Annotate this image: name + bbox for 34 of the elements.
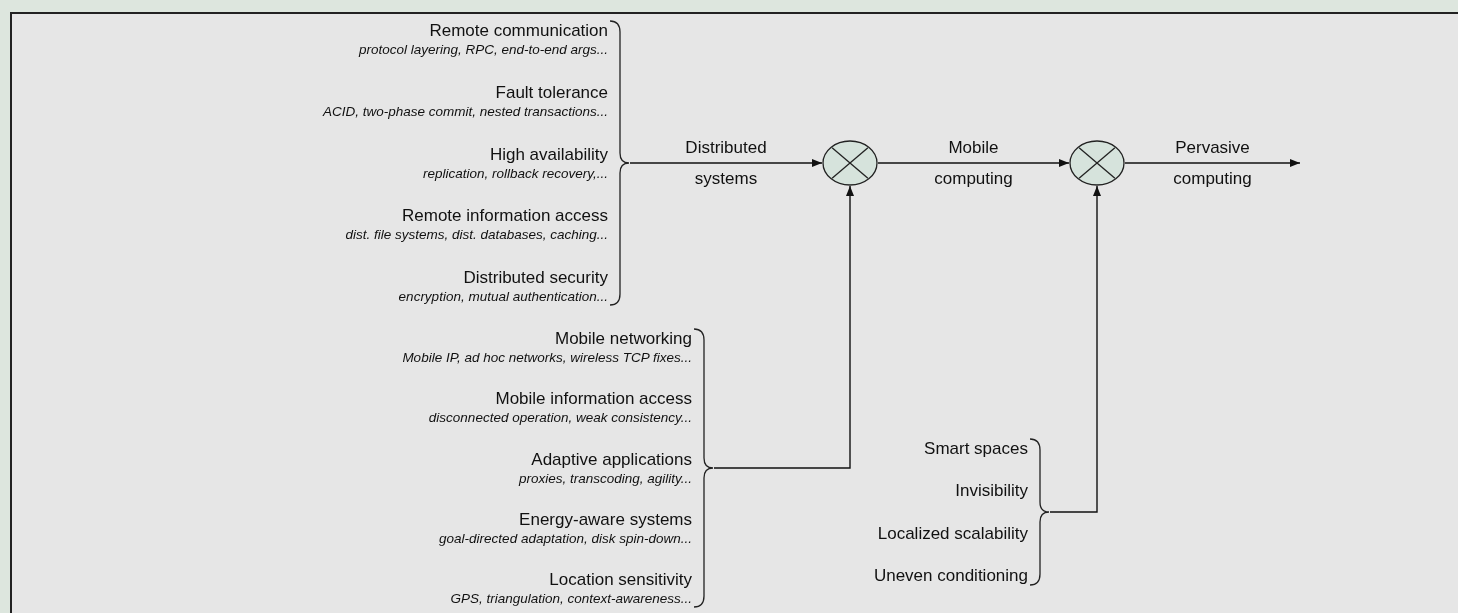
arrow — [629, 159, 823, 167]
topic-heading: Fault tolerance — [495, 81, 608, 103]
topic-heading: Adaptive applications — [531, 448, 692, 470]
arrow — [877, 159, 1070, 167]
arrow — [1124, 159, 1301, 167]
topic-heading: Remote communication — [429, 20, 608, 41]
topic-examples: GPS, triangulation, context-awareness... — [450, 590, 692, 608]
edge-label: Distributed systems — [684, 137, 768, 190]
topic-heading: Remote information access — [402, 205, 608, 227]
topic-heading: Distributed security — [463, 267, 608, 288]
topic-heading: Uneven conditioning — [873, 565, 1028, 586]
topic-examples: protocol layering, RPC, end-to-end args... — [358, 41, 608, 59]
edge-label: Pervasive computing — [1172, 137, 1253, 190]
summing-junction — [1069, 140, 1125, 186]
topic-heading: Localized scalability — [877, 522, 1028, 544]
topic-examples: encryption, mutual authentication... — [398, 288, 608, 306]
summing-junction — [822, 140, 878, 186]
topic-heading: Energy-aware systems — [519, 508, 692, 530]
topic-heading: Location sensitivity — [549, 569, 692, 590]
topic-examples: goal-directed adaptation, disk spin-down... — [439, 529, 692, 548]
topic-examples: ACID, two-phase commit, nested transactions... — [322, 102, 608, 121]
topic-heading: Smart spaces — [924, 438, 1028, 459]
topic-examples: dist. file systems, dist. databases, caching... — [345, 226, 608, 245]
topic-heading: High availability — [489, 143, 608, 165]
topic-examples: Mobile IP, ad hoc networks, wireless TCP fixes... — [402, 349, 692, 367]
arrow — [1049, 185, 1101, 513]
topic-examples: disconnected operation, weak consistency... — [428, 409, 692, 428]
arrow — [713, 185, 854, 469]
edge-label: Mobile computing — [933, 137, 1014, 190]
topic-heading: Mobile information access — [495, 388, 692, 410]
topic-examples: replication, rollback recovery,... — [422, 164, 608, 183]
topic-heading: Invisibility — [955, 480, 1028, 502]
topic-examples: proxies, transcoding, agility... — [518, 469, 692, 488]
topic-heading: Mobile networking — [555, 328, 692, 349]
